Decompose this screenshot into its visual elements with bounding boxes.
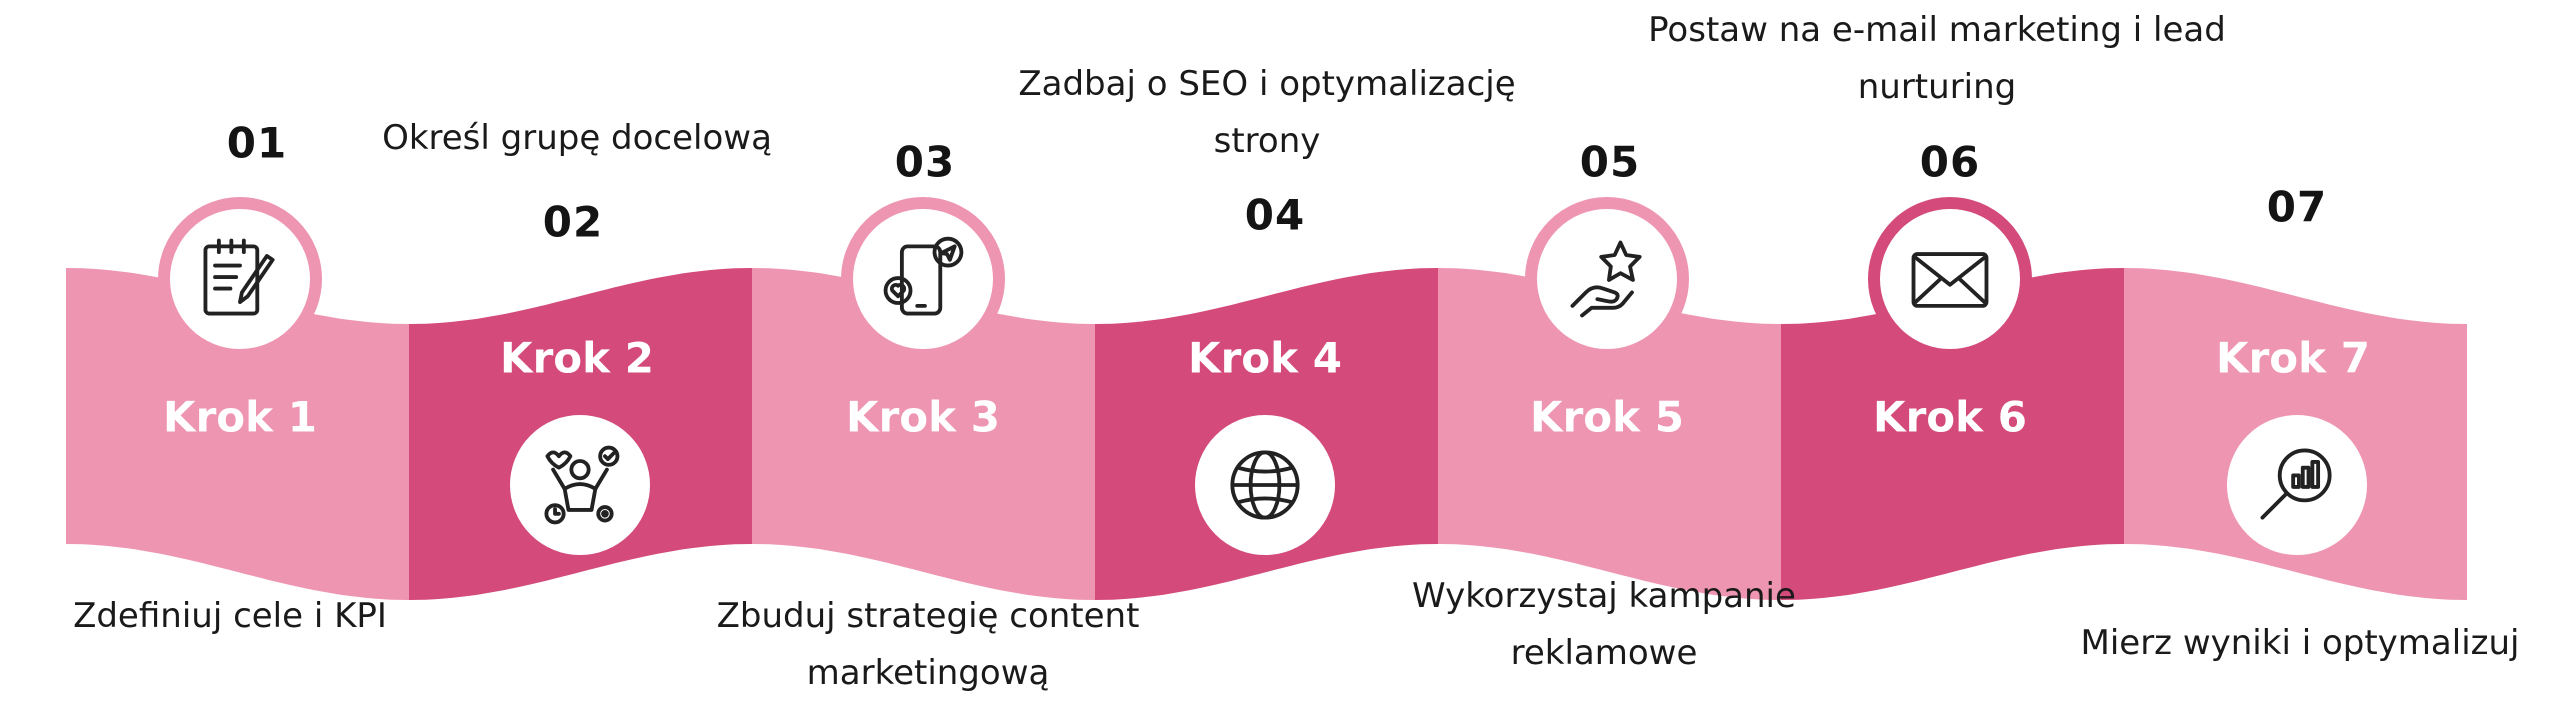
step-1-badge <box>158 197 322 361</box>
band-segment-5 <box>1438 268 1781 600</box>
step-4-badge <box>1183 403 1347 567</box>
step-6-description: Postaw na e-mail marketing i lead nurtur… <box>1648 10 2226 107</box>
step-1-label: Krok 1 <box>163 392 317 442</box>
step-7-badge <box>2215 403 2379 567</box>
step-2-description: Określ grupę docelową <box>382 118 772 158</box>
band-segment-1 <box>66 268 409 600</box>
step-6-badge <box>1868 197 2032 361</box>
step-3-number: 03 <box>894 137 956 187</box>
band-segment-3 <box>752 268 1095 600</box>
step-7-number: 07 <box>2266 182 2328 232</box>
step-4-number: 04 <box>1244 190 1306 240</box>
clipboard-pencil-icon <box>203 238 275 316</box>
audience-people-icon <box>544 445 620 525</box>
step-5-number: 05 <box>1579 137 1641 187</box>
envelope-icon <box>1911 252 1989 308</box>
step-5-label: Krok 5 <box>1530 392 1684 442</box>
step-4-label: Krok 4 <box>1188 333 1342 383</box>
step-6-label: Krok 6 <box>1873 392 2027 442</box>
step-5-description: Wykorzystaj kampanie reklamowe <box>1412 576 1796 673</box>
step-5-badge <box>1525 197 1689 361</box>
step-3-badge <box>841 197 1005 361</box>
step-3-description: Zbuduj strategię content marketingową <box>716 596 1140 693</box>
step-2-number: 02 <box>542 197 604 247</box>
step-3-label: Krok 3 <box>846 392 1000 442</box>
step-4-description: Zadbaj o SEO i optymalizację strony <box>1018 64 1516 161</box>
hand-star-icon <box>1570 240 1642 318</box>
step-7-description: Mierz wyniki i optymalizuj <box>2080 623 2520 663</box>
step-2-label: Krok 2 <box>500 333 654 383</box>
step-6-number: 06 <box>1919 137 1981 187</box>
globe-icon <box>1230 450 1300 520</box>
band-segment-6 <box>1781 268 2124 600</box>
magnifier-chart-icon <box>2260 448 2332 520</box>
smartphone-social-icon <box>883 236 964 316</box>
step-1-description: Zdefiniuj cele i KPI <box>73 596 387 636</box>
step-1-number: 01 <box>226 118 288 168</box>
step-2-badge <box>498 403 662 567</box>
step-7-label: Krok 7 <box>2216 333 2370 383</box>
